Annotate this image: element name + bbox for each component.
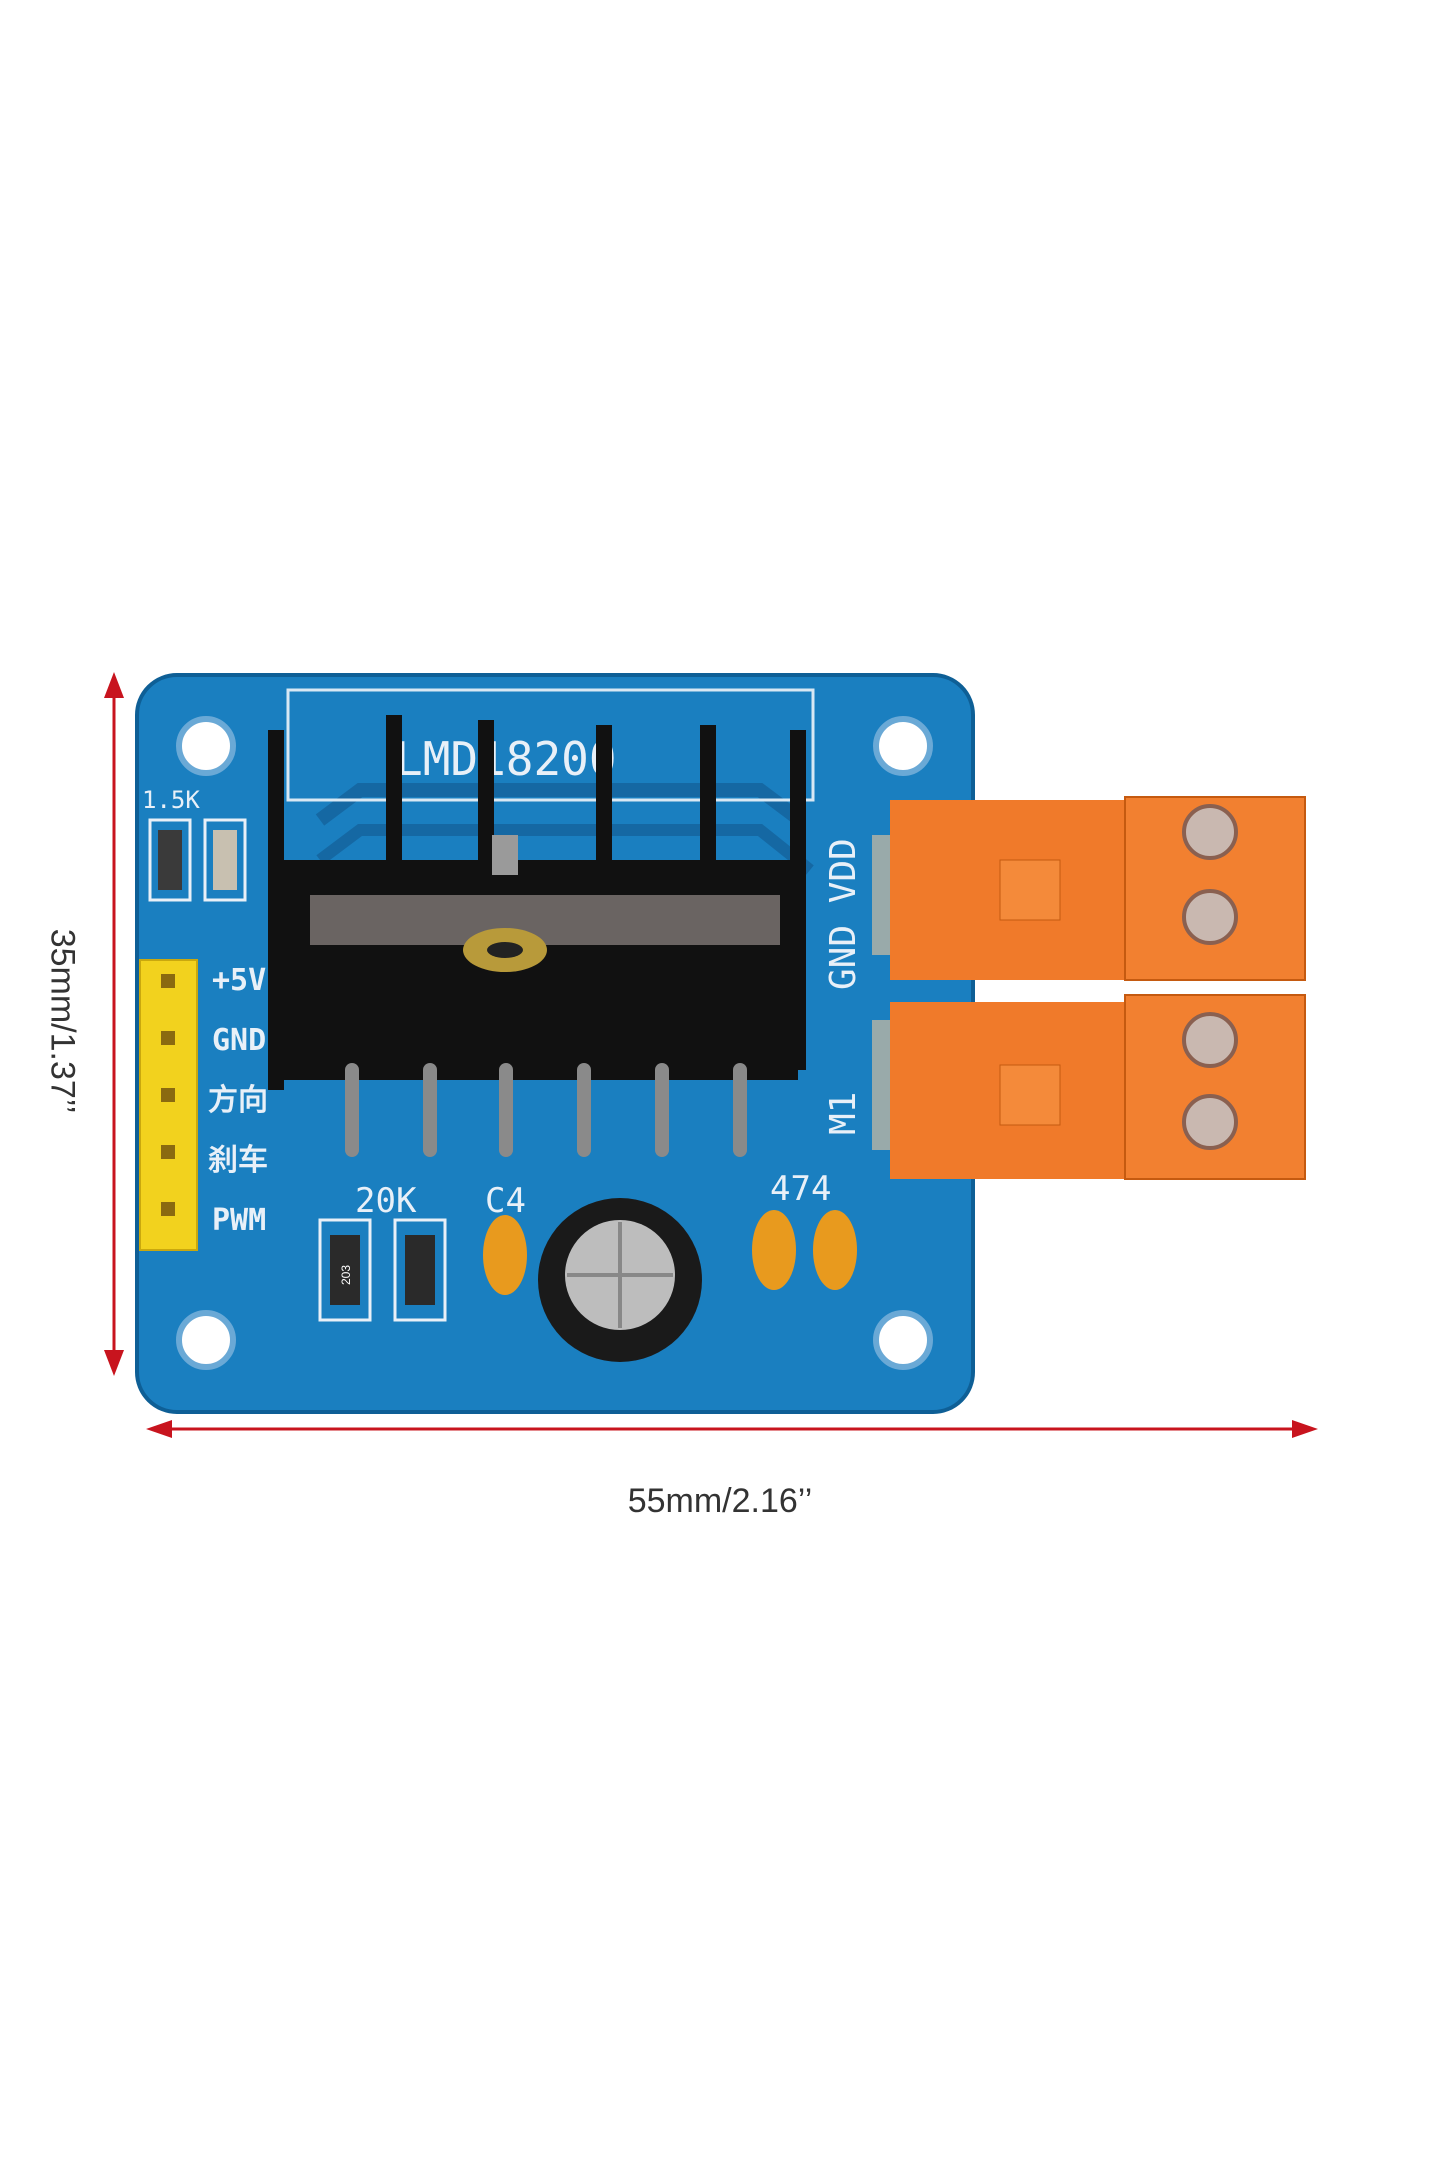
heatsink	[268, 715, 806, 1157]
motor-label: M1	[823, 1092, 864, 1135]
power-label: GND VDD	[823, 838, 864, 990]
pin-header	[139, 959, 198, 1251]
screw-terminal-power	[872, 796, 1306, 981]
header-label-direction: 方向	[208, 1083, 268, 1118]
width-dimension-label: 55mm/2.16’’	[627, 1482, 813, 1520]
cap-474-label: 474	[770, 1169, 831, 1209]
capacitors	[483, 1198, 857, 1362]
header-label-brake: 刹车	[208, 1143, 268, 1178]
header-label-5v: +5V	[212, 963, 266, 998]
header-label-pwm: PWM	[212, 1203, 266, 1238]
height-dimension-label: 35mm/1.37’’	[43, 928, 82, 1114]
c4-label: C4	[485, 1181, 526, 1221]
svg-text:203: 203	[339, 1265, 353, 1285]
width-dimension-arrow	[146, 1420, 1318, 1438]
smd-resistors: 203	[148, 818, 447, 1322]
chip-label: LMD18200	[395, 732, 617, 786]
header-label-gnd: GND	[212, 1023, 266, 1058]
resistor-20k-label: 20K	[355, 1181, 417, 1221]
screw-terminal-motor	[872, 994, 1306, 1180]
resistor-label: 1.5K	[142, 786, 200, 814]
height-dimension-arrow	[104, 672, 124, 1376]
